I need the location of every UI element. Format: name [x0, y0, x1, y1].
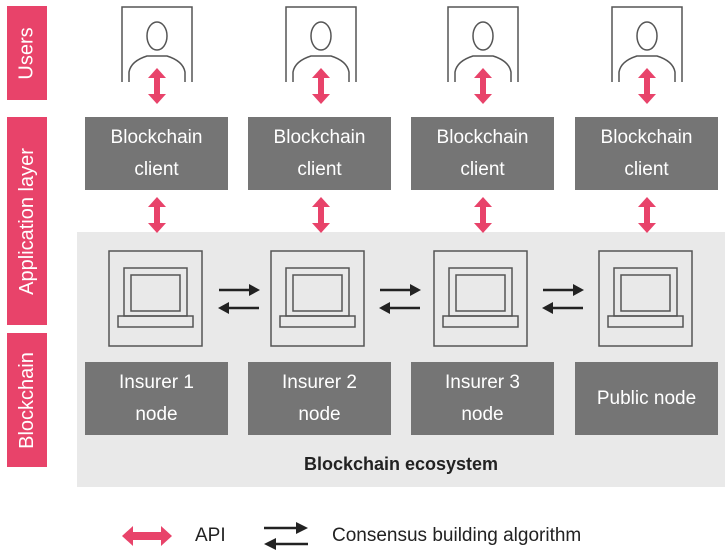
node-label-line1: Insurer 3	[445, 371, 520, 393]
user-icon	[285, 6, 357, 82]
client-label-line2: client	[460, 158, 505, 180]
blockchain-client-box: Blockchain client	[575, 117, 718, 190]
api-arrow-icon	[312, 197, 330, 233]
client-label-line1: Blockchain	[436, 126, 529, 148]
node-label-line1: Insurer 2	[282, 371, 357, 393]
client-label-line2: client	[134, 158, 179, 180]
consensus-legend-label: Consensus building algorithm	[332, 525, 582, 546]
public-node-box: Public node	[575, 362, 718, 435]
node-label-line1: Insurer 1	[119, 371, 194, 393]
blockchain-client-box: Blockchain client	[85, 117, 228, 190]
client-label-line1: Blockchain	[600, 126, 693, 148]
consensus-arrows-icon	[542, 284, 584, 314]
blockchain-layer-label: Blockchain	[7, 333, 47, 467]
client-label-line2: client	[297, 158, 342, 180]
client-label-line1: Blockchain	[110, 126, 203, 148]
consensus-legend-icon	[264, 522, 308, 550]
users-layer-label: Users	[7, 6, 47, 100]
client-label-line1: Blockchain	[273, 126, 366, 148]
api-arrow-icon	[638, 68, 656, 104]
insurer-3-node-box: Insurer 3 node	[411, 362, 554, 435]
laptop-icon	[433, 250, 528, 347]
laptop-icon	[108, 250, 203, 347]
blockchain-ecosystem-area	[77, 232, 725, 487]
blockchain-layer-text: Blockchain	[15, 351, 38, 449]
api-arrow-icon	[474, 68, 492, 104]
blockchain-client-box: Blockchain client	[248, 117, 391, 190]
api-arrow-icon	[638, 197, 656, 233]
api-legend-label: API	[195, 525, 226, 546]
application-layer-text: Application layer	[15, 147, 38, 295]
user-icon	[611, 6, 683, 82]
ecosystem-label: Blockchain ecosystem	[303, 454, 499, 474]
laptop-icon	[598, 250, 693, 347]
user-icon	[121, 6, 193, 82]
laptop-icon	[270, 250, 365, 347]
node-label-line2: node	[461, 403, 504, 425]
api-legend-icon	[122, 526, 172, 546]
api-arrow-icon	[312, 68, 330, 104]
api-arrow-icon	[474, 197, 492, 233]
node-label-line2: node	[135, 403, 178, 425]
node-label-line2: node	[298, 403, 341, 425]
user-icon	[447, 6, 519, 82]
insurer-2-node-box: Insurer 2 node	[248, 362, 391, 435]
blockchain-client-box: Blockchain client	[411, 117, 554, 190]
api-arrow-icon	[148, 68, 166, 104]
api-arrow-icon	[148, 197, 166, 233]
application-layer-label: Application layer	[7, 117, 47, 325]
consensus-arrows-icon	[218, 284, 260, 314]
consensus-arrows-icon	[379, 284, 421, 314]
insurer-1-node-box: Insurer 1 node	[85, 362, 228, 435]
node-label-line1: Public node	[596, 387, 697, 409]
client-label-line2: client	[624, 158, 669, 180]
users-layer-text: Users	[15, 26, 38, 80]
